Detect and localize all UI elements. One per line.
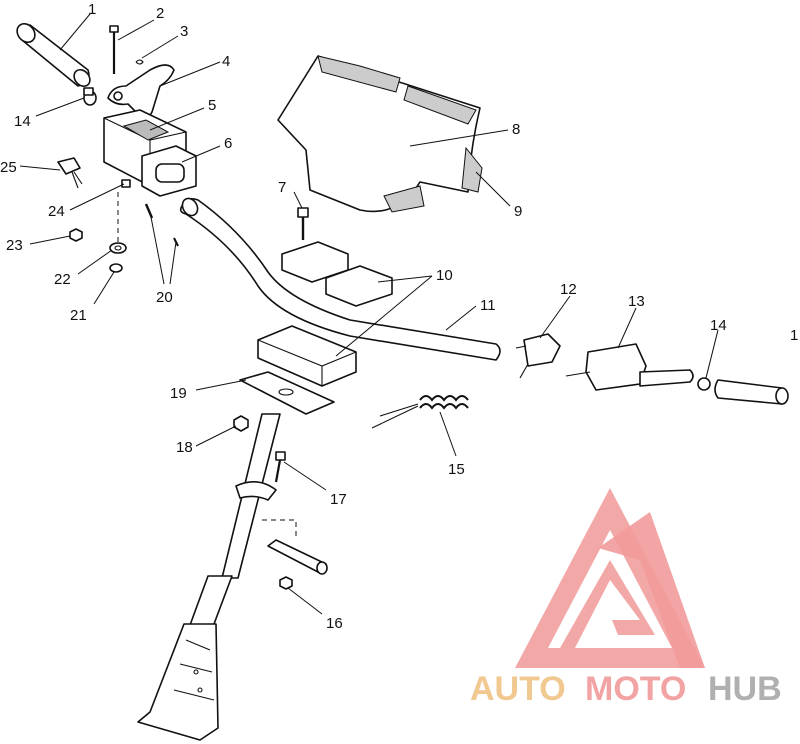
part-handlebar-pad (277, 55, 483, 213)
watermark-auto-text: AUTO (470, 670, 566, 708)
callout-3: 3 (180, 23, 188, 40)
callout-18: 18 (176, 439, 193, 456)
part-lockwasher-21 (109, 263, 123, 273)
part-nut-23 (69, 228, 83, 242)
part-right-grip (714, 379, 789, 405)
part-throttle-lever (107, 64, 175, 119)
callout-17: 17 (330, 491, 347, 508)
assembly-line-post (262, 519, 297, 540)
callout-20: 20 (156, 289, 173, 306)
part-brake-lever (565, 343, 694, 391)
part-clip-3 (135, 59, 144, 65)
part-handlebar-clamp-upper (281, 241, 393, 307)
callout-12: 12 (560, 281, 577, 298)
part-bolt-2 (109, 25, 119, 74)
callout-13: 13 (628, 293, 645, 310)
callout-1-right: 1 (790, 327, 798, 344)
callout-19: 19 (170, 385, 187, 402)
watermark-logo-icon (515, 488, 705, 668)
callout-21: 21 (70, 307, 87, 324)
part-screws-20 (144, 203, 179, 247)
callout-4: 4 (222, 53, 230, 70)
callout-2: 2 (156, 5, 164, 22)
callout-23: 23 (6, 237, 23, 254)
callout-11: 11 (480, 297, 496, 314)
callout-8: 8 (512, 121, 520, 138)
part-handlebar-clamp-lower (257, 325, 357, 387)
part-bushing-16 (267, 539, 328, 590)
part-left-grip (16, 22, 91, 88)
part-brake-switch (515, 333, 561, 379)
leader-lines (19, 13, 719, 615)
part-washer-22 (109, 242, 127, 254)
callout-labels: 1 2 3 4 5 6 7 8 9 10 11 12 13 14 14 1 15… (0, 1, 798, 632)
callout-14-left: 14 (14, 113, 31, 130)
part-bolt-7 (297, 207, 309, 240)
callout-14-right: 14 (710, 317, 727, 334)
part-steering-post (137, 413, 281, 741)
callout-16: 16 (326, 615, 343, 632)
part-grip-plug-right (697, 377, 711, 391)
callout-25: 25 (0, 159, 17, 176)
part-heater-element (371, 395, 469, 429)
part-grip-plug-left (83, 87, 97, 106)
callout-15: 15 (448, 461, 465, 478)
callout-7: 7 (278, 179, 286, 196)
part-nut-18 (233, 415, 249, 432)
part-connector-25 (57, 157, 83, 189)
watermark-hub-text: HUB (708, 670, 782, 708)
callout-9: 9 (514, 203, 522, 220)
part-switch-assembly (141, 145, 197, 197)
part-handlebar (179, 197, 501, 361)
part-screw-24 (121, 179, 131, 188)
callout-6: 6 (224, 135, 232, 152)
part-mounting-plate (239, 371, 335, 415)
callout-24: 24 (48, 203, 65, 220)
callout-5: 5 (208, 97, 216, 114)
callout-1: 1 (88, 1, 96, 18)
callout-10: 10 (436, 267, 453, 284)
part-bolt-17 (274, 451, 286, 483)
callout-22: 22 (54, 271, 71, 288)
watermark-moto-text: MOTO (585, 670, 686, 708)
